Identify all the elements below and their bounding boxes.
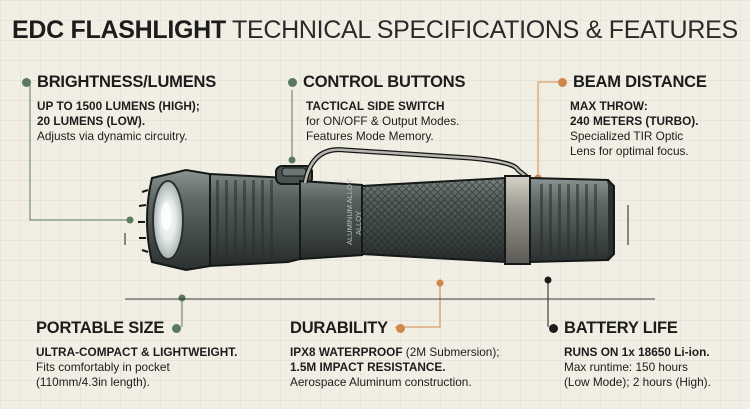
beam-dot-icon xyxy=(558,78,567,87)
svg-text:ALLOY: ALLOY xyxy=(354,211,363,235)
page-title: EDC FLASHLIGHT TECHNICAL SPECIFICATIONS … xyxy=(12,16,742,45)
callout-beam-heading: BEAM DISTANCE xyxy=(558,73,707,92)
brightness-line-2: 20 LUMENS (LOW). xyxy=(37,114,146,128)
leader-brightness xyxy=(29,82,130,221)
callout-portable: PORTABLE SIZE ULTRA-COMPACT & LIGHTWEIGH… xyxy=(36,319,237,390)
callout-battery: BATTERY LIFE RUNS ON 1x 18650 Li-ion. Ma… xyxy=(549,319,711,390)
beam-line-3: Specialized TIR Optic xyxy=(570,129,684,143)
portable-line-3: (110mm/4.3in length). xyxy=(36,375,150,389)
control-line-3: Features Mode Memory. xyxy=(306,129,434,143)
callout-durability: DURABILITY IPX8 WATERPROOF (2M Submersio… xyxy=(290,319,500,390)
title-bold: EDC FLASHLIGHT xyxy=(12,16,226,44)
durability-dot-icon xyxy=(395,324,405,333)
beam-line-2: 240 METERS (TURBO). xyxy=(570,114,699,128)
durability-line-3: Aerospace Aluminum construction. xyxy=(290,375,472,389)
control-line-2: for ON/OFF & Output Modes. xyxy=(306,114,460,128)
beam-line-4: Lens for optimal focus. xyxy=(570,144,689,158)
brightness-dot-icon xyxy=(22,78,31,87)
callout-control-heading: CONTROL BUTTONS xyxy=(288,73,466,92)
callout-brightness-heading: BRIGHTNESS/LUMENS xyxy=(22,73,216,92)
leader-durability xyxy=(395,283,441,328)
battery-line-2: Max runtime: 150 hours xyxy=(564,360,688,374)
leader-beam xyxy=(537,81,565,178)
callout-brightness: BRIGHTNESS/LUMENS UP TO 1500 LUMENS (HIG… xyxy=(22,73,216,144)
battery-dot-icon xyxy=(549,324,558,333)
brightness-line-3: Adjusts via dynamic circuitry. xyxy=(37,129,188,143)
battery-line-1: RUNS ON 1x 18650 Li-ion. xyxy=(564,345,710,359)
callout-beam: BEAM DISTANCE MAX THROW: 240 METERS (TUR… xyxy=(558,73,707,159)
durability-line-1: IPX8 WATERPROOF (2M Submersion); xyxy=(290,345,500,359)
control-line-1: TACTICAL SIDE SWITCH xyxy=(306,99,445,113)
callout-control: CONTROL BUTTONS TACTICAL SIDE SWITCH for… xyxy=(288,73,466,144)
engraving: ALUMINUM ALLOY ALLOY xyxy=(345,179,363,245)
leader-brightness-dot xyxy=(126,216,134,224)
tail-ring xyxy=(504,175,531,265)
beam-line-1: MAX THROW: xyxy=(570,99,648,113)
durability-line-2: 1.5M IMPACT RESISTANCE. xyxy=(290,360,446,374)
battery-line-3: (Low Mode); 2 hours (High). xyxy=(564,375,711,389)
callout-durability-heading: DURABILITY xyxy=(290,319,500,338)
control-dot-icon xyxy=(288,78,297,87)
portable-line-1: ULTRA-COMPACT & LIGHTWEIGHT. xyxy=(36,345,238,359)
callout-portable-heading: PORTABLE SIZE xyxy=(36,319,237,338)
title-rest: TECHNICAL SPECIFICATIONS & FEATURES xyxy=(232,16,738,44)
brightness-line-1: UP TO 1500 LUMENS (HIGH); xyxy=(37,99,200,113)
callout-battery-heading: BATTERY LIFE xyxy=(549,319,711,338)
portable-line-2: Fits comfortably in pocket xyxy=(36,360,170,374)
leader-lines xyxy=(29,81,655,328)
svg-text:ALUMINUM ALLOY: ALUMINUM ALLOY xyxy=(345,179,354,245)
portable-dot-icon xyxy=(172,324,182,333)
flashlight xyxy=(138,147,615,272)
